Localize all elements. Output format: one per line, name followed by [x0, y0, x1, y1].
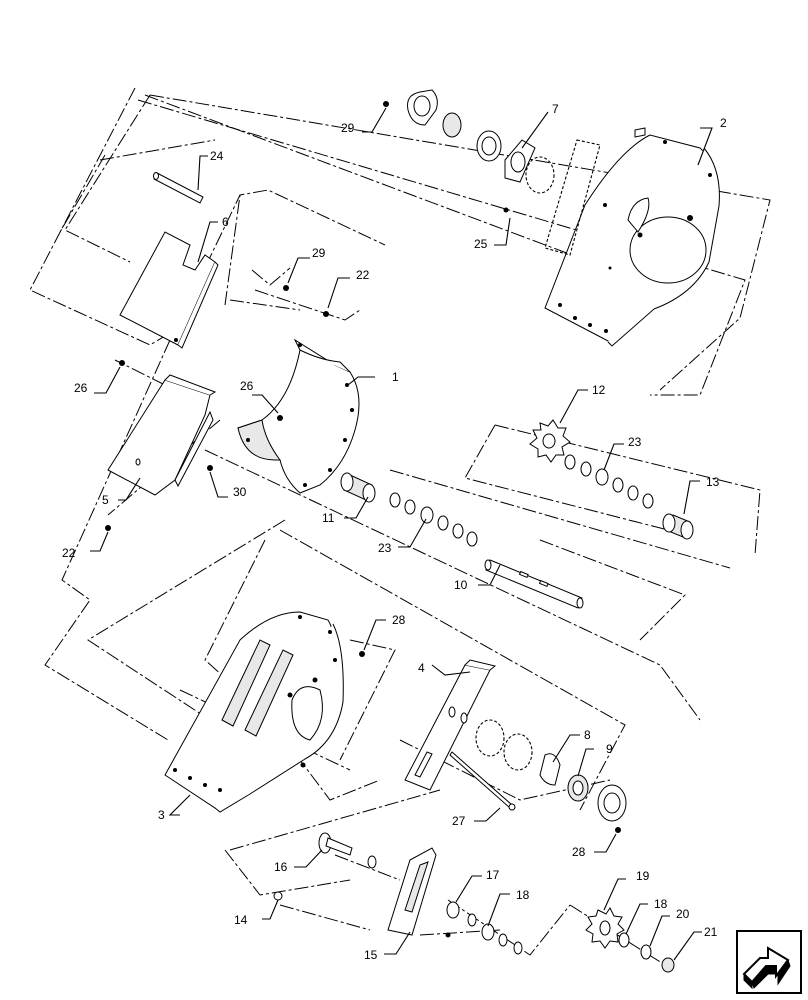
- callout-28: 28: [572, 845, 586, 859]
- part-chain-sprockets: [475, 719, 533, 771]
- part-rod: [153, 172, 204, 204]
- callout-8: 8: [584, 728, 591, 742]
- part-side-plate-left: [164, 611, 344, 813]
- callout-26: 26: [74, 381, 88, 395]
- part-bushing-left: [340, 472, 376, 503]
- part-curved-housing: [237, 338, 360, 494]
- arrow-icon: [742, 946, 791, 990]
- callout-10: 10: [454, 578, 468, 592]
- callout-19: 19: [636, 869, 650, 883]
- callout-7: 7: [552, 102, 559, 116]
- callout-25: 25: [474, 237, 488, 251]
- callout-23: 23: [378, 541, 392, 555]
- part-small-fasteners: [105, 285, 621, 901]
- part-hardware-stack: [446, 901, 675, 973]
- part-washers-lower: [389, 492, 478, 547]
- callout-21: 21: [704, 925, 718, 939]
- callout-22: 22: [62, 546, 76, 560]
- callout-11: 11: [322, 511, 335, 525]
- callout-4: 4: [418, 661, 425, 675]
- callout-29: 29: [341, 121, 355, 135]
- callout-labels: 29 7 2 24 6 29 22 25 26 1 26 5 30 22 11 …: [62, 102, 727, 962]
- part-long-bolt: [449, 751, 516, 811]
- callout-23: 23: [628, 435, 642, 449]
- callout-2: 2: [720, 116, 727, 130]
- callout-9: 9: [606, 742, 613, 756]
- part-cover-plate: [119, 231, 219, 349]
- callout-6: 6: [222, 215, 229, 229]
- callout-29: 29: [312, 246, 326, 260]
- assembly-outlines: [29, 87, 771, 966]
- callout-3: 3: [158, 808, 165, 822]
- callout-5: 5: [102, 493, 109, 507]
- part-washers-upper: [564, 454, 654, 509]
- next-page-button[interactable]: [736, 930, 802, 994]
- callout-22: 22: [356, 268, 370, 282]
- callout-20: 20: [676, 907, 690, 921]
- callout-30: 30: [233, 485, 247, 499]
- part-bearing-flange-lower: [539, 753, 627, 822]
- part-shaft: [484, 559, 584, 609]
- part-sprocket-upper: [529, 419, 571, 463]
- callout-16: 16: [274, 860, 288, 874]
- callout-12: 12: [592, 383, 606, 397]
- callout-1: 1: [392, 370, 399, 384]
- callout-27: 27: [452, 814, 466, 828]
- callout-17: 17: [486, 868, 500, 882]
- leader-lines: [90, 107, 713, 961]
- part-carriage-bolt: [318, 832, 377, 869]
- part-shroud: [107, 374, 217, 496]
- callout-15: 15: [364, 948, 378, 962]
- callout-24: 24: [210, 149, 224, 163]
- part-bearing-flange-top: [383, 89, 601, 256]
- part-small-plate: [387, 847, 451, 938]
- callout-14: 14: [234, 913, 248, 927]
- callout-28: 28: [392, 613, 406, 627]
- part-side-plate-right: [544, 127, 720, 347]
- callout-18: 18: [654, 897, 668, 911]
- callout-18: 18: [516, 888, 530, 902]
- part-bushing-right: [662, 513, 694, 540]
- part-bracket: [404, 659, 497, 791]
- callout-13: 13: [706, 475, 720, 489]
- callout-26: 26: [240, 379, 254, 393]
